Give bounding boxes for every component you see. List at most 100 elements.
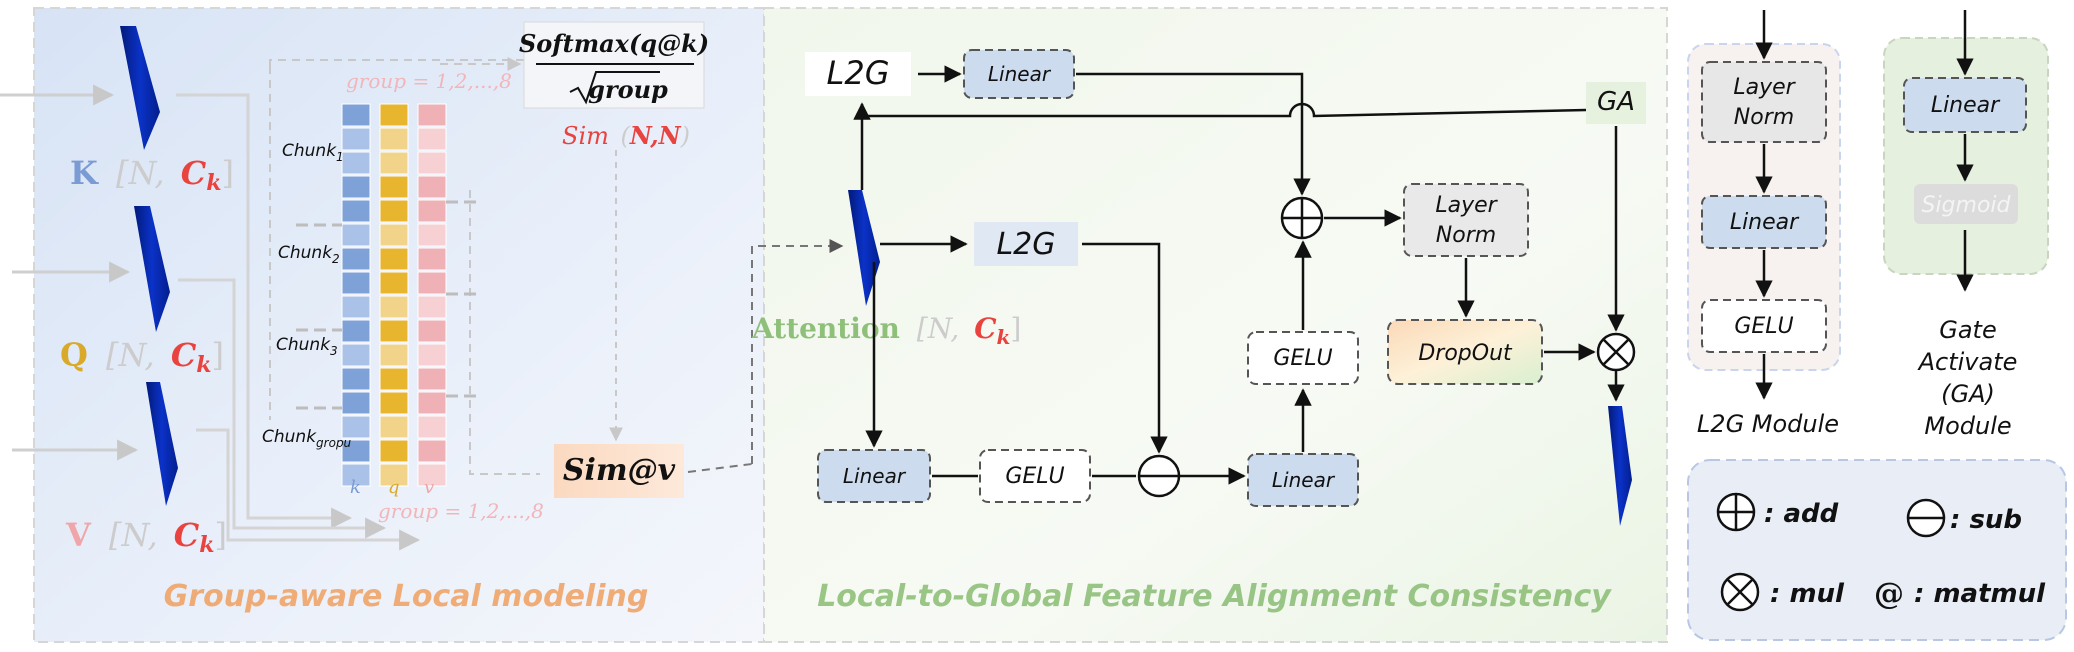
chunk3-label: Chunk3 (276, 335, 338, 358)
legend-add-icon (1716, 492, 1756, 532)
v-column-cell (417, 151, 447, 175)
v-column-cell (417, 247, 447, 271)
ga-module-caption: Gate Activate (GA) Module (1917, 316, 2018, 440)
col-q-label: q (388, 477, 400, 498)
l2g-mid-node: L2G (974, 222, 1078, 266)
dropout-node: DropOut (1387, 319, 1543, 385)
v-column-cell (417, 343, 447, 367)
legend-sub-icon (1906, 498, 1946, 538)
linear-bottom-left-node: Linear (817, 449, 931, 503)
q-column-cell (379, 127, 409, 151)
svg-text:GELU: GELU (1734, 314, 1793, 339)
k-column-cell (341, 271, 371, 295)
q-column-cell (379, 343, 409, 367)
k-column-cell (341, 415, 371, 439)
k-column-cell (341, 439, 371, 463)
v-column-cell (417, 223, 447, 247)
q-column-cell (379, 247, 409, 271)
attention-dashed-link (751, 239, 844, 464)
svg-text:GA: GA (1597, 87, 1635, 117)
chunk-separators (296, 200, 480, 410)
flow-arrows (853, 65, 1625, 485)
l2g-module-linear: Linear (1701, 195, 1827, 249)
col-v-label: v (424, 477, 434, 498)
svg-text:Module: Module (1924, 412, 2011, 440)
k-column-cell (341, 463, 371, 487)
q-column-cell (379, 319, 409, 343)
svg-text:group: group (588, 75, 668, 104)
l2g-module-caption: L2G Module (1697, 410, 1839, 438)
ga-node: GA (1586, 82, 1646, 124)
k-label: K [N, Ck] (70, 154, 234, 196)
svg-text:Norm: Norm (1436, 223, 1496, 248)
simv-to-attention-arrow (687, 463, 753, 473)
group-top-label: group = 1,2,...,8 (346, 69, 512, 93)
svg-text:GELU: GELU (1273, 346, 1332, 371)
q-column-cell (379, 439, 409, 463)
svg-text:Gate: Gate (1939, 316, 1996, 344)
token-connectors (176, 93, 421, 551)
q-column-cell (379, 223, 409, 247)
gelu-right-node: GELU (1247, 331, 1359, 385)
v-column-cell (417, 199, 447, 223)
col-k-label: k (350, 477, 361, 498)
svg-text:Linear: Linear (1931, 93, 2001, 118)
k-token (120, 26, 160, 150)
legend-matmul-label: : matmul (1914, 579, 2046, 609)
k-column-cell (341, 175, 371, 199)
q-column-cell (379, 463, 409, 487)
v-column-cell (417, 319, 447, 343)
left-panel-caption: Group-aware Local modeling (164, 579, 649, 614)
svg-text:Linear: Linear (843, 464, 907, 488)
v-column-cell (417, 271, 447, 295)
mid-panel-caption: Local-to-Global Feature Alignment Consis… (817, 579, 1612, 614)
svg-text:L2G: L2G (827, 54, 890, 92)
svg-text:Linear: Linear (988, 62, 1052, 86)
output-token (1608, 406, 1632, 526)
k-column-cell (341, 367, 371, 391)
svg-text:Linear: Linear (1272, 468, 1336, 492)
chunk1-label: Chunk1 (282, 141, 344, 164)
gelu-bottom-node: GELU (979, 449, 1091, 503)
svg-text:Layer: Layer (1733, 75, 1796, 100)
svg-text:Sigmoid: Sigmoid (1921, 193, 2011, 218)
svg-text:GELU: GELU (1005, 464, 1064, 489)
q-label: Q [N, Ck] (60, 336, 224, 378)
k-column-cell (341, 319, 371, 343)
q-column-cell (379, 367, 409, 391)
svg-text:Activate: Activate (1917, 348, 2018, 376)
legend-matmul-symbol: @ (1874, 577, 1904, 612)
q-column-cell (379, 271, 409, 295)
svg-text:Layer: Layer (1435, 193, 1498, 218)
k-column-cell (341, 295, 371, 319)
k-column-cell (341, 343, 371, 367)
svg-text:Linear: Linear (1730, 210, 1800, 235)
add-operator-icon (1280, 196, 1324, 240)
input-arrows (0, 84, 139, 461)
svg-text:L2G: L2G (996, 227, 1055, 262)
k-column-cell (341, 247, 371, 271)
svg-text:DropOut: DropOut (1418, 341, 1513, 366)
v-column-cell (417, 463, 447, 487)
attention-label: Attention [N, Ck] (751, 312, 1021, 349)
v-column-cell (417, 391, 447, 415)
k-column-cell (341, 199, 371, 223)
q-column-cell (379, 175, 409, 199)
linear-top-node: Linear (963, 49, 1075, 99)
ga-module-sigmoid: Sigmoid (1914, 184, 2018, 224)
legend-panel (1687, 459, 2067, 641)
linear-bottom-right-node: Linear (1247, 453, 1359, 507)
v-label: V [N, Ck] (65, 516, 227, 558)
legend-add-label: : add (1764, 499, 1839, 529)
k-column-cell (341, 127, 371, 151)
v-token (146, 382, 178, 506)
chunk2-label: Chunk2 (278, 243, 340, 266)
k-column-cell (341, 391, 371, 415)
svg-text:(GA): (GA) (1941, 380, 1995, 408)
simv-box: Sim@v (554, 444, 684, 498)
v-column-cell (417, 103, 447, 127)
group-bottom-label: group = 1,2,...,8 (378, 499, 544, 523)
v-column-cell (417, 175, 447, 199)
q-column-cell (379, 151, 409, 175)
k-column-cell (341, 223, 371, 247)
